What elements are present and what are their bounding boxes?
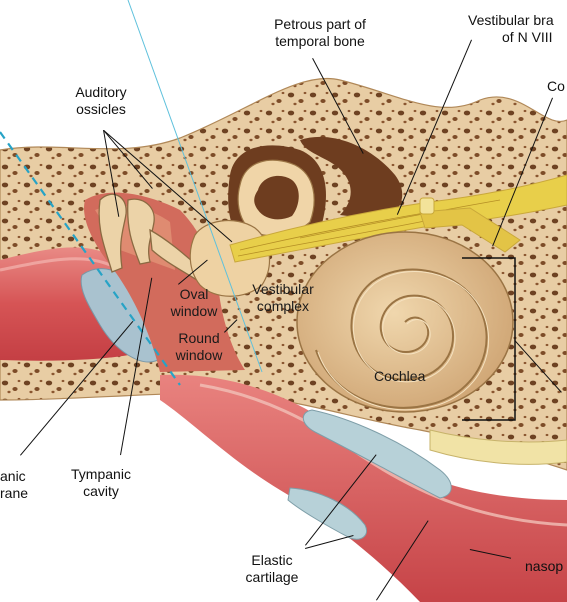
label-round-window: Round window	[166, 330, 232, 364]
label-vestibular-complex-line1: Vestibular	[252, 281, 314, 297]
label-oval-window-line2: window	[170, 303, 218, 319]
cochlea-bracket	[462, 257, 516, 421]
label-auditory-ossicles-line1: Auditory	[75, 84, 127, 100]
label-vestibular-complex-line2: complex	[256, 298, 310, 314]
vestibulocochlear-nerve	[229, 174, 567, 263]
label-petrous: Petrous part of temporal bone	[258, 16, 382, 50]
label-nasopharynx: nasop	[525, 558, 564, 574]
elastic-cartilage-shapes	[287, 409, 452, 540]
label-oval-window-line1: Oval	[179, 286, 209, 302]
label-vestibular-complex: Vestibular complex	[240, 281, 326, 315]
label-tympanic-cavity-line1: Tympanic	[71, 466, 131, 482]
label-oval-window: Oval window	[160, 286, 228, 320]
vestibular-complex-shape	[189, 136, 403, 297]
label-round-window-line1: Round	[178, 330, 220, 346]
label-elastic-cartilage-line1: Elastic	[251, 552, 293, 568]
label-tympanic-membrane-line1: anic	[0, 468, 26, 484]
label-auditory-ossicles-line2: ossicles	[76, 101, 126, 117]
label-tympanic-cavity-line2: cavity	[83, 483, 119, 499]
label-vestibular-branch: Vestibular bra of N VIII	[468, 12, 554, 46]
label-tympanic-cavity: Tympanic cavity	[58, 466, 144, 500]
thin-boundary-line	[127, 0, 263, 373]
cochlea-shape	[296, 231, 514, 413]
label-vestibular-branch-line2: of N VIII	[502, 29, 553, 45]
label-cochlea: Cochlea	[374, 368, 426, 384]
auditory-tube	[160, 374, 567, 602]
label-round-window-line2: window	[175, 347, 223, 363]
label-elastic-cartilage: Elastic cartilage	[232, 552, 312, 586]
label-elastic-cartilage-line2: cartilage	[245, 569, 299, 585]
dashed-boundary-line	[0, 131, 181, 386]
label-petrous-line1: Petrous part of	[274, 16, 366, 32]
label-cochlear-branch: Co	[547, 78, 565, 94]
label-tympanic-membrane: anic rane	[0, 468, 28, 502]
label-auditory-ossicles: Auditory ossicles	[58, 84, 144, 118]
label-tympanic-membrane-line2: rane	[0, 485, 29, 501]
label-vestibular-branch-line1: Vestibular bra	[468, 12, 554, 28]
label-petrous-line2: temporal bone	[275, 33, 365, 49]
ossicles	[98, 193, 222, 285]
